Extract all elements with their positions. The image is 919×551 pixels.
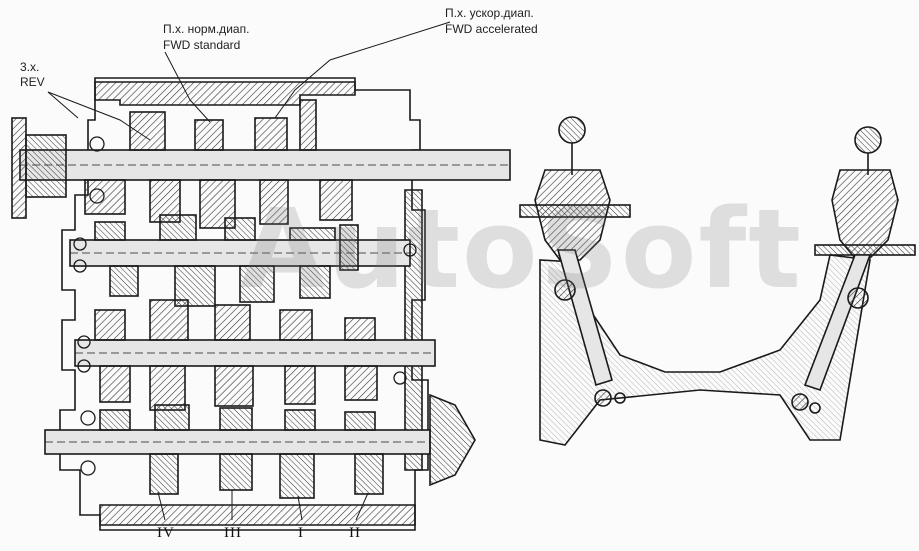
right-lever-knob [854, 126, 882, 154]
rev-label-ru: 3.х. [20, 60, 40, 74]
gear-label-3: III [224, 525, 242, 541]
shift-mechanism [519, 116, 916, 446]
input-flange-hub [25, 134, 67, 198]
gear-row-mid-lower [94, 299, 378, 411]
input-flange [11, 117, 27, 219]
leader-rev [47, 91, 151, 141]
leader-g4 [157, 491, 166, 521]
housing-bottom-wall [99, 504, 416, 526]
gear-row-mid-upper [94, 214, 359, 307]
leader-g2 [355, 492, 369, 521]
output-cone [429, 393, 476, 487]
left-lever-knob [558, 116, 586, 144]
right-tower [831, 169, 899, 259]
fwd-accelerated-label-ru: П.х. ускор.диап. [445, 6, 534, 20]
rev-label-en: REV [20, 75, 45, 89]
gear-label-4: IV [157, 525, 175, 541]
gear-label-1: I [298, 525, 304, 541]
watermark-text: AutoSoft [240, 185, 803, 313]
gear-row-lower [99, 404, 384, 499]
gear-label-2: II [349, 525, 361, 541]
leader-fwd-acc [274, 21, 451, 119]
fwd-standard-label-ru: П.х. норм.диап. [163, 22, 250, 36]
gearbox-section [11, 21, 511, 531]
leader-rev-2 [47, 91, 79, 119]
leader-g1 [297, 495, 303, 521]
fwd-accelerated-label-en: FWD accelerated [445, 22, 538, 36]
leader-fwd-std [164, 51, 211, 123]
fwd-standard-label-en: FWD standard [163, 38, 241, 52]
bearings [73, 136, 417, 476]
